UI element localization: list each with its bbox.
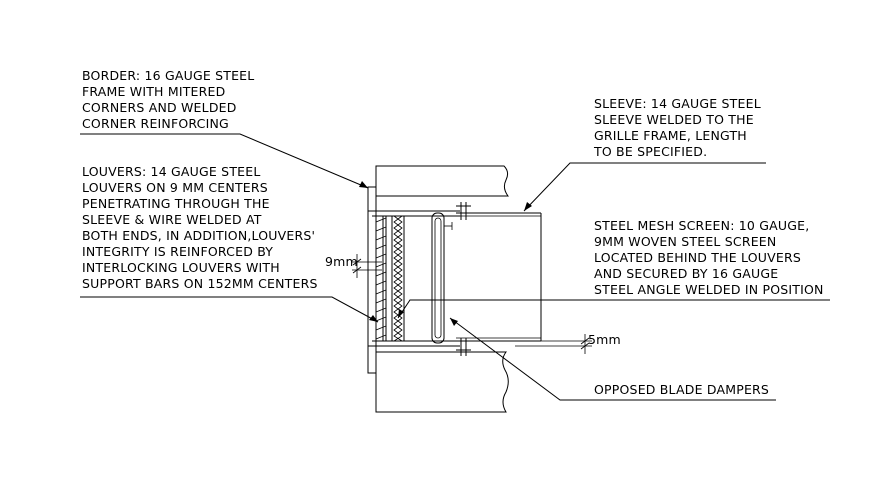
svg-text:STEEL ANGLE WELDED IN POSITION: STEEL ANGLE WELDED IN POSITION (594, 282, 824, 297)
note-border-line-4: CORNER REINFORCING (82, 116, 229, 131)
leader-louvers (80, 296, 379, 323)
svg-text:TO BE SPECIFIED.: TO BE SPECIFIED. (593, 144, 707, 159)
svg-text:LOCATED BEHIND THE LOUVERS: LOCATED BEHIND THE LOUVERS (594, 250, 801, 265)
svg-text:FRAME WITH MITERED: FRAME WITH MITERED (82, 84, 225, 99)
note-mesh-line-3: LOCATED BEHIND THE LOUVERS (594, 250, 801, 265)
note-mesh-line-4: AND SECURED BY 16 GAUGE (594, 266, 778, 281)
svg-text:CORNER REINFORCING: CORNER REINFORCING (82, 116, 229, 131)
note-louvers-line-4: SLEEVE & WIRE WELDED AT (82, 212, 262, 227)
note-sleeve-line-1: SLEEVE: 14 GAUGE STEEL (594, 96, 761, 111)
leader-mesh (397, 299, 830, 319)
note-border-line-3: CORNERS AND WELDED (82, 100, 237, 115)
note-sleeve: SLEEVE: 14 GAUGE STEEL SLEEVE WELDED TO … (523, 96, 766, 212)
leader-sleeve (523, 162, 766, 212)
note-louvers-line-6: INTEGRITY IS REINFORCED BY (82, 244, 273, 259)
dimension-5mm-label: 5mm (588, 332, 621, 347)
svg-text:INTERLOCKING LOUVERS WITH: INTERLOCKING LOUVERS WITH (82, 260, 280, 275)
svg-text:BORDER: 16 GAUGE STEEL: BORDER: 16 GAUGE STEEL (82, 68, 254, 83)
svg-text:9MM WOVEN STEEL SCREEN: 9MM WOVEN STEEL SCREEN (594, 234, 776, 249)
sleeve (456, 212, 542, 342)
svg-text:AND SECURED BY 16 GAUGE: AND SECURED BY 16 GAUGE (594, 266, 778, 281)
svg-text:LOUVERS ON 9 MM CENTERS: LOUVERS ON 9 MM CENTERS (82, 180, 268, 195)
leader-dampers (449, 317, 776, 401)
svg-text:SLEEVE WELDED TO THE: SLEEVE WELDED TO THE (594, 112, 754, 127)
note-mesh: STEEL MESH SCREEN: 10 GAUGE, 9MM WOVEN S… (397, 218, 830, 319)
lower-wall-section (375, 351, 509, 413)
note-border-line-1: BORDER: 16 GAUGE STEEL (82, 68, 254, 83)
note-mesh-line-2: 9MM WOVEN STEEL SCREEN (594, 234, 776, 249)
note-louvers: LOUVERS: 14 GAUGE STEEL LOUVERS ON 9 MM … (80, 164, 379, 323)
louver-blades (375, 216, 387, 341)
svg-text:GRILLE FRAME, LENGTH: GRILLE FRAME, LENGTH (594, 128, 747, 143)
dimension-5mm: 5mm (515, 332, 621, 354)
border-frame (367, 186, 471, 374)
svg-text:BOTH ENDS, IN ADDITION,LOUVERS: BOTH ENDS, IN ADDITION,LOUVERS' (82, 228, 315, 243)
note-dampers: OPPOSED BLADE DAMPERS (449, 317, 776, 401)
svg-text:CORNERS AND WELDED: CORNERS AND WELDED (82, 100, 237, 115)
dimension-9mm: 9mm (325, 254, 382, 278)
upper-wall-section (375, 165, 509, 197)
mesh-screen (391, 215, 405, 342)
note-border-line-2: FRAME WITH MITERED (82, 84, 225, 99)
leader-border (80, 133, 369, 189)
note-louvers-line-2: LOUVERS ON 9 MM CENTERS (82, 180, 268, 195)
svg-text:SUPPORT BARS ON 152MM CENTERS: SUPPORT BARS ON 152MM CENTERS (82, 276, 318, 291)
svg-text:PENETRATING THROUGH THE: PENETRATING THROUGH THE (82, 196, 270, 211)
svg-text:SLEEVE: 14 GAUGE STEEL: SLEEVE: 14 GAUGE STEEL (594, 96, 761, 111)
dimension-9mm-label: 9mm (325, 254, 358, 269)
note-louvers-line-7: INTERLOCKING LOUVERS WITH (82, 260, 280, 275)
svg-text:SLEEVE & WIRE WELDED AT: SLEEVE & WIRE WELDED AT (82, 212, 262, 227)
opposed-blade-damper (431, 212, 453, 344)
note-border: BORDER: 16 GAUGE STEEL FRAME WITH MITERE… (80, 68, 369, 189)
note-louvers-line-1: LOUVERS: 14 GAUGE STEEL (82, 164, 261, 179)
note-sleeve-line-2: SLEEVE WELDED TO THE (594, 112, 754, 127)
svg-text:INTEGRITY IS REINFORCED BY: INTEGRITY IS REINFORCED BY (82, 244, 273, 259)
note-louvers-line-8: SUPPORT BARS ON 152MM CENTERS (82, 276, 318, 291)
note-louvers-line-3: PENETRATING THROUGH THE (82, 196, 270, 211)
note-sleeve-line-4: TO BE SPECIFIED. (593, 144, 707, 159)
note-sleeve-line-3: GRILLE FRAME, LENGTH (594, 128, 747, 143)
svg-text:STEEL MESH SCREEN: 10 GAUGE,: STEEL MESH SCREEN: 10 GAUGE, (594, 218, 809, 233)
note-louvers-line-5: BOTH ENDS, IN ADDITION,LOUVERS' (82, 228, 315, 243)
note-dampers-label: OPPOSED BLADE DAMPERS (594, 382, 769, 397)
svg-text:LOUVERS: 14 GAUGE STEEL: LOUVERS: 14 GAUGE STEEL (82, 164, 261, 179)
note-mesh-line-5: STEEL ANGLE WELDED IN POSITION (594, 282, 824, 297)
note-mesh-line-1: STEEL MESH SCREEN: 10 GAUGE, (594, 218, 809, 233)
